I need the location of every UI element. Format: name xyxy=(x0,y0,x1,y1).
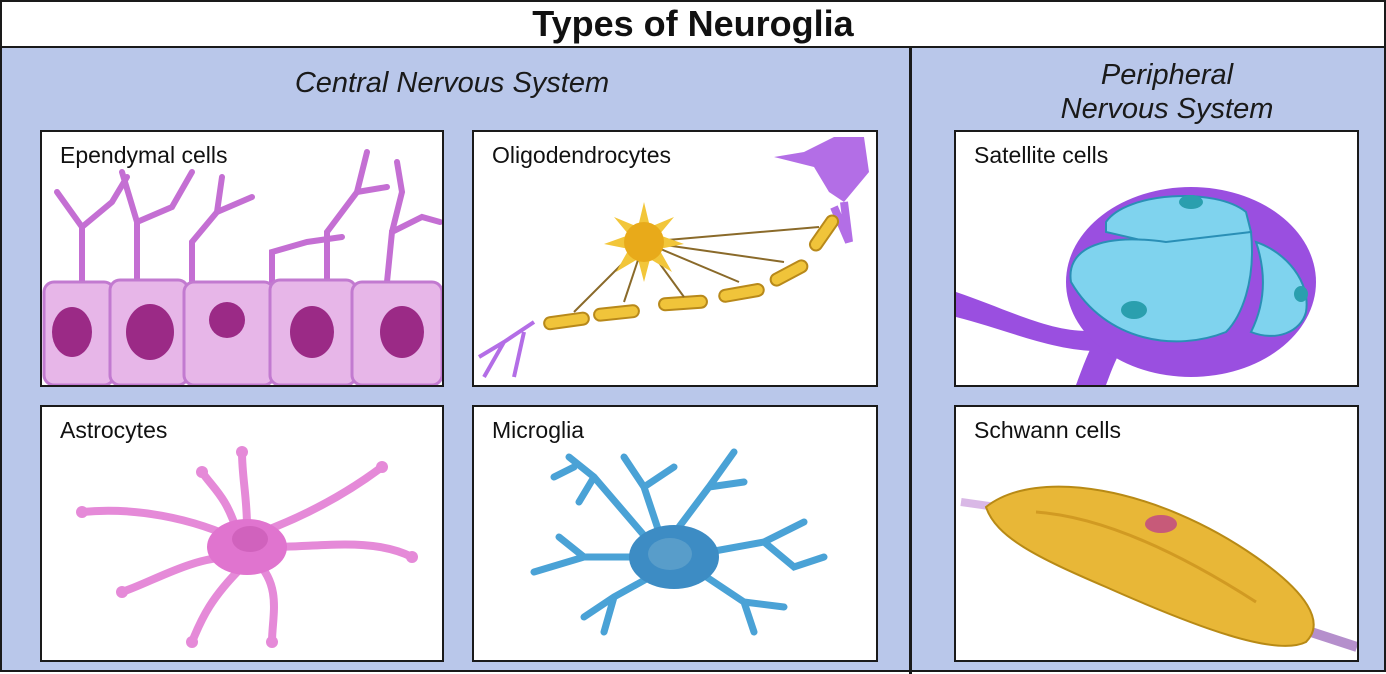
panel-label: Oligodendrocytes xyxy=(492,142,671,169)
panel-label: Astrocytes xyxy=(60,417,167,444)
pns-heading-line2: Nervous System xyxy=(967,92,1367,126)
panel-satellite-cells: Satellite cells xyxy=(954,130,1359,387)
panel-schwann-cells: Schwann cells xyxy=(954,405,1359,662)
panel-label: Ependymal cells xyxy=(60,142,227,169)
pns-heading: Peripheral Nervous System xyxy=(967,58,1367,126)
cns-heading: Central Nervous System xyxy=(122,66,782,100)
panel-astrocytes: Astrocytes xyxy=(40,405,444,662)
ependymal-cells-illustration xyxy=(42,132,442,385)
panel-label: Satellite cells xyxy=(974,142,1108,169)
panel-label: Schwann cells xyxy=(974,417,1121,444)
astrocyte-illustration xyxy=(42,407,442,660)
pns-heading-line1: Peripheral xyxy=(967,58,1367,92)
panel-ependymal-cells: Ependymal cells xyxy=(40,130,444,387)
panel-oligodendrocytes: Oligodendrocytes xyxy=(472,130,878,387)
panel-label: Microglia xyxy=(492,417,584,444)
panel-microglia: Microglia xyxy=(472,405,878,662)
satellite-cells-illustration xyxy=(956,132,1357,385)
section-divider xyxy=(909,46,912,674)
figure-title: Types of Neuroglia xyxy=(2,2,1384,48)
schwann-cell-illustration xyxy=(956,407,1357,660)
microglia-illustration xyxy=(474,407,876,660)
oligodendrocyte-illustration xyxy=(474,132,876,385)
